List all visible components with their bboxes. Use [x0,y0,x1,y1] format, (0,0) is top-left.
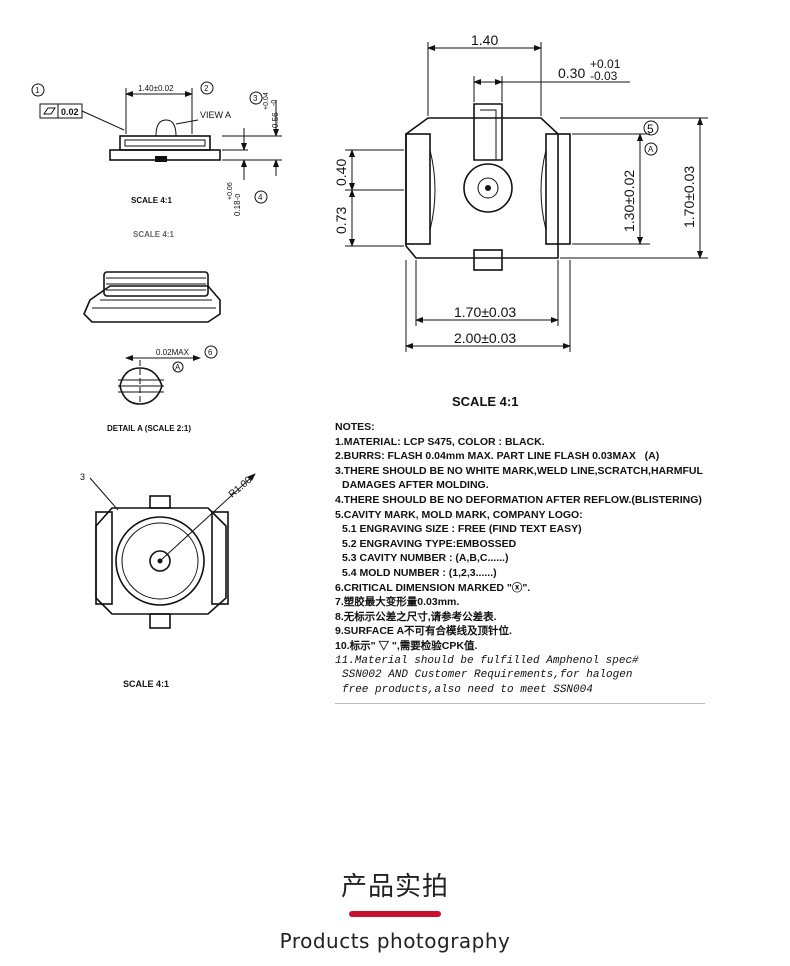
detail-dim-max: 0.02MAX [156,348,190,357]
notes-block: NOTES: 1.MATERIAL: LCP S475, COLOR : BLA… [335,420,725,697]
footer-title-en: Products photography [279,929,511,953]
side-dim-base: 0.18 [233,200,242,216]
callout-a-detail: A [175,363,181,372]
bottom-view-outer-ring [115,516,205,606]
side-view-scale-ghost: SCALE 4:1 [133,230,174,239]
dim-top-width: 1.40 [471,32,498,48]
bottom-view-top-tab [149,495,171,509]
dim-inner-height: 1.30±0.02 [621,170,637,232]
bottom-view-scale: SCALE 4:1 [123,679,169,689]
iso-view-base [83,285,221,323]
top-view-upper-tab [473,103,503,161]
note-10: 10.标示" ▽ ",需要检验CPK值. [335,639,478,652]
note-3a: 3.THERE SHOULD BE NO WHITE MARK,WELD LIN… [335,464,703,477]
dim-outer-width: 2.00±0.03 [454,330,516,346]
view-a-label: VIEW A [200,110,231,120]
note-9: 9.SURFACE A不可有合模线及顶针位. [335,625,512,638]
side-dim-height-tol-plus: +0.04 [263,92,270,110]
note-5-2: 5.2 ENGRAVING TYPE:EMBOSSED [342,537,517,550]
side-view: 1 0.02 1.40±0.02 2 VIEW A 3 0.56 +0.04 -… [31,81,282,239]
note-3b: DAMAGES AFTER MOLDING. [342,479,489,492]
dim-inner-width: 1.70±0.03 [454,304,516,320]
dim-slot: 0.30 [558,65,585,81]
bottom-view-inner-ring [149,550,171,572]
note-5-3: 5.3 CAVITY NUMBER : (A,B,C......) [342,552,509,565]
side-dim-base-tol-plus: +0.06 [227,182,234,200]
callout-3-bottom: 3 [80,472,85,482]
notes-title: NOTES: [335,421,375,433]
note-2-row: 2.BURRS: FLASH 0.04mm MAX. PART LINE FLA… [335,450,660,463]
callout-6: 6 [208,348,213,357]
note-11c: free products,also need to meet SSN004 [342,683,593,696]
note-4: 4.THERE SHOULD BE NO DEFORMATION AFTER R… [335,493,702,506]
note-8: 8.无标示公差之尺寸,请参考公差表. [335,610,497,623]
note-5-1: 5.1 ENGRAVING SIZE : FREE (FIND TEXT EAS… [342,523,582,536]
footer-accent-bar [349,911,441,917]
callout-1: 1 [35,86,40,95]
bottom-view: 3 R1.00 SCALE 4:1 [80,472,256,689]
side-view-scale: SCALE 4:1 [131,196,172,205]
note-11a: 11.Material should be fulfilled Amphenol… [335,654,639,667]
note-6: 6.CRITICAL DIMENSION MARKED "ⓧ". [335,581,531,594]
note-2: 2.BURRS: FLASH 0.04mm MAX. PART LINE FLA… [335,450,636,463]
callout-4: 4 [258,193,263,202]
top-view-body-outline [405,117,559,259]
note-5: 5.CAVITY MARK, MOLD MARK, COMPANY LOGO: [335,508,583,521]
top-view-outer-ring [463,163,513,213]
side-dim-height: 0.56 [271,112,280,128]
side-dim-base-tol-minus: -0 [235,194,242,200]
note-1: 1.MATERIAL: LCP S475, COLOR : BLACK. [335,435,545,448]
top-view: 1.40 0.30 +0.01 -0.03 0.40 0.73 1.30±0.0… [333,32,708,409]
top-view-left-pad [405,133,431,245]
bottom-view-bottom-tab [149,613,171,629]
flatness-icon [43,107,56,115]
footer-title-cn: 产品实拍 [340,872,449,902]
flatness-value: 0.02 [61,107,79,117]
note-2-callout: A [648,450,656,463]
top-view-lower-tab [473,249,503,271]
dim-left-upper: 0.40 [333,159,349,186]
detail-view: 0.02MAX 6 A DETAIL A (SCALE 2:1) [107,345,218,433]
note-7: 7.塑胶最大变形量0.03mm. [335,596,460,609]
notes-divider [335,703,705,704]
note-5-4: 5.4 MOLD NUMBER : (1,2,3......) [342,566,497,579]
top-view-center-pin [485,185,491,191]
side-dim-height-tol-minus: -0 [271,100,278,106]
iso-view-body [103,271,209,297]
dim-slot-tol-plus: +0.01 [590,57,621,71]
top-view-inner-ring [477,177,499,199]
iso-view [83,271,221,323]
callout-3-side: 3 [253,94,258,103]
dim-slot-tol-minus: -0.03 [590,69,618,83]
dim-left-lower: 0.73 [333,207,349,234]
dim-outer-height: 1.70±0.03 [681,166,697,228]
side-view-post [155,119,177,137]
note-11b: SSN002 AND Customer Requirements,for hal… [342,669,633,682]
callout-a-top: A [648,145,654,154]
top-view-scale: SCALE 4:1 [452,394,518,409]
callout-2: 2 [204,84,209,93]
side-view-body [119,135,211,151]
top-view-right-pad [545,133,571,245]
detail-label: DETAIL A (SCALE 2:1) [107,424,191,433]
callout-5: 5 [647,122,654,136]
side-dim-width: 1.40±0.02 [138,84,174,93]
